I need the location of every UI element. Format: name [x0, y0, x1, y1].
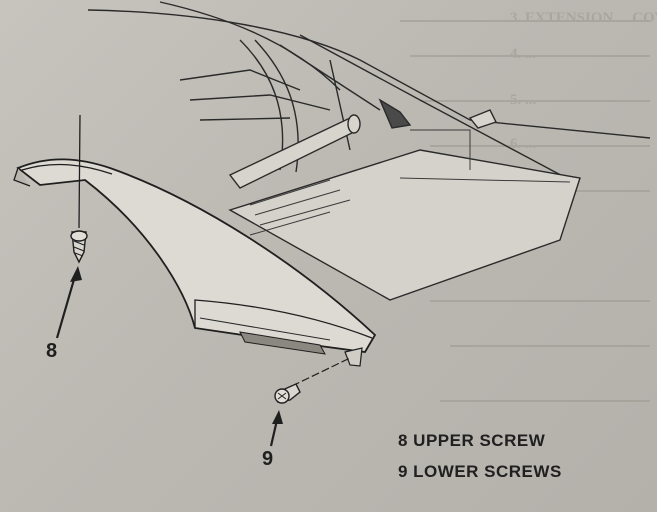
rail-clip	[468, 109, 497, 129]
upper-screw-thread	[73, 240, 85, 257]
door-frame-line	[299, 34, 571, 181]
upper-screw-arrow	[55, 266, 82, 339]
belt-rail	[228, 98, 497, 189]
ridge	[249, 179, 331, 206]
ridge	[399, 177, 571, 183]
legend-lower-screws: 9 LOWER SCREWS	[398, 462, 562, 481]
seat-line	[199, 117, 291, 121]
ridge	[254, 189, 341, 216]
roof-line	[87, 9, 651, 139]
bg-text-bar	[450, 345, 650, 347]
rear-deck-plate	[228, 149, 581, 301]
panel-bottom-flange	[239, 331, 326, 355]
legend-upper-screw: 8 UPPER SCREW	[398, 431, 546, 450]
lower-screw	[274, 357, 351, 404]
bg-text-bar	[430, 145, 650, 147]
arrow-shaft	[269, 419, 279, 447]
rail-end	[347, 114, 361, 134]
ridge	[259, 199, 351, 226]
bg-text-bar	[410, 55, 650, 57]
bg-text-line: 6. ...	[510, 136, 537, 152]
lower-screw-slot	[277, 392, 287, 400]
upper-screw-head	[70, 230, 88, 242]
panel-tip	[13, 167, 31, 187]
panel-fold-line	[199, 317, 331, 341]
panel-clip	[344, 347, 363, 367]
bg-text-bar	[420, 100, 650, 102]
bg-text-bar	[440, 400, 650, 402]
parts-legend: 8 UPPER SCREW 9 LOWER SCREWS	[398, 425, 562, 487]
rail-bracket	[378, 98, 412, 129]
callout-lower-screw-number: 9	[262, 448, 274, 470]
car-body-lines	[87, 1, 651, 181]
inner-line	[279, 44, 381, 111]
callout-upper-screw-number: 8	[46, 340, 58, 362]
lower-screw-arrow	[269, 410, 283, 447]
bg-text-bar	[430, 300, 650, 302]
arrow-head	[70, 266, 82, 282]
deck-ridges	[249, 129, 571, 236]
bg-text-line: 3. EXTENSION ... COVER PANEL	[510, 10, 657, 26]
lower-screw-leader	[291, 357, 351, 387]
upper-screw	[70, 114, 88, 264]
pillar-line	[159, 1, 341, 91]
pillar-curve	[239, 39, 284, 171]
ridge	[249, 211, 331, 236]
background-text: 3. EXTENSION ... COVER PANEL 4. ... 5. .…	[400, 10, 657, 402]
ridge	[410, 129, 471, 170]
arrow-shaft	[55, 275, 77, 339]
upper-screw-leader	[78, 114, 81, 229]
quarter-trim-panel	[16, 158, 377, 353]
seat-top-line	[179, 69, 301, 91]
bg-text-line: 4. ...	[510, 46, 537, 62]
panel-lower-edge	[194, 299, 373, 339]
bg-text-bar	[400, 20, 650, 22]
panel-top-lip	[21, 163, 113, 175]
seat-line	[189, 94, 331, 111]
arrow-head	[272, 410, 283, 424]
